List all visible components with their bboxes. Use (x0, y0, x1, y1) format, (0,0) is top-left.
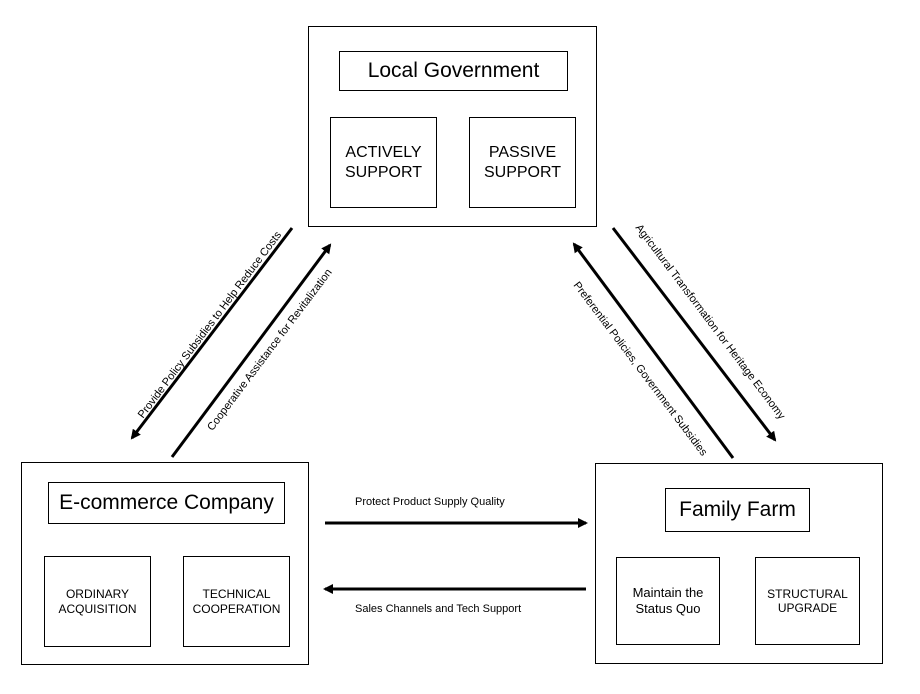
label-farm-to-ecommerce: Sales Channels and Tech Support (355, 603, 522, 615)
passive-support-cell: PASSIVE SUPPORT (469, 117, 576, 208)
local-government-box: Local Government ACTIVELY SUPPORT PASSIV… (308, 26, 597, 227)
ecommerce-company-title: E-commerce Company (48, 482, 285, 524)
family-farm-box: Family Farm Maintain the Status Quo STRU… (595, 463, 883, 664)
ordinary-acquisition-cell: ORDINARY ACQUISITION (44, 556, 151, 647)
local-government-title: Local Government (339, 51, 568, 91)
arrow-ecommerce-to-gov (170, 243, 332, 458)
arrow-gov-to-farm (611, 227, 777, 442)
technical-cooperation-cell: TECHNICAL COOPERATION (183, 556, 290, 647)
maintain-status-quo-cell: Maintain the Status Quo (616, 557, 720, 645)
structural-upgrade-cell: STRUCTURAL UPGRADE (755, 557, 860, 645)
ecommerce-company-box: E-commerce Company ORDINARY ACQUISITION … (21, 462, 309, 665)
actively-support-cell: ACTIVELY SUPPORT (330, 117, 437, 208)
family-farm-title: Family Farm (665, 488, 810, 532)
arrow-gov-to-ecommerce (130, 227, 294, 440)
arrow-farm-to-gov (572, 242, 735, 459)
label-ecommerce-to-farm: Protect Product Supply Quality (355, 496, 505, 508)
